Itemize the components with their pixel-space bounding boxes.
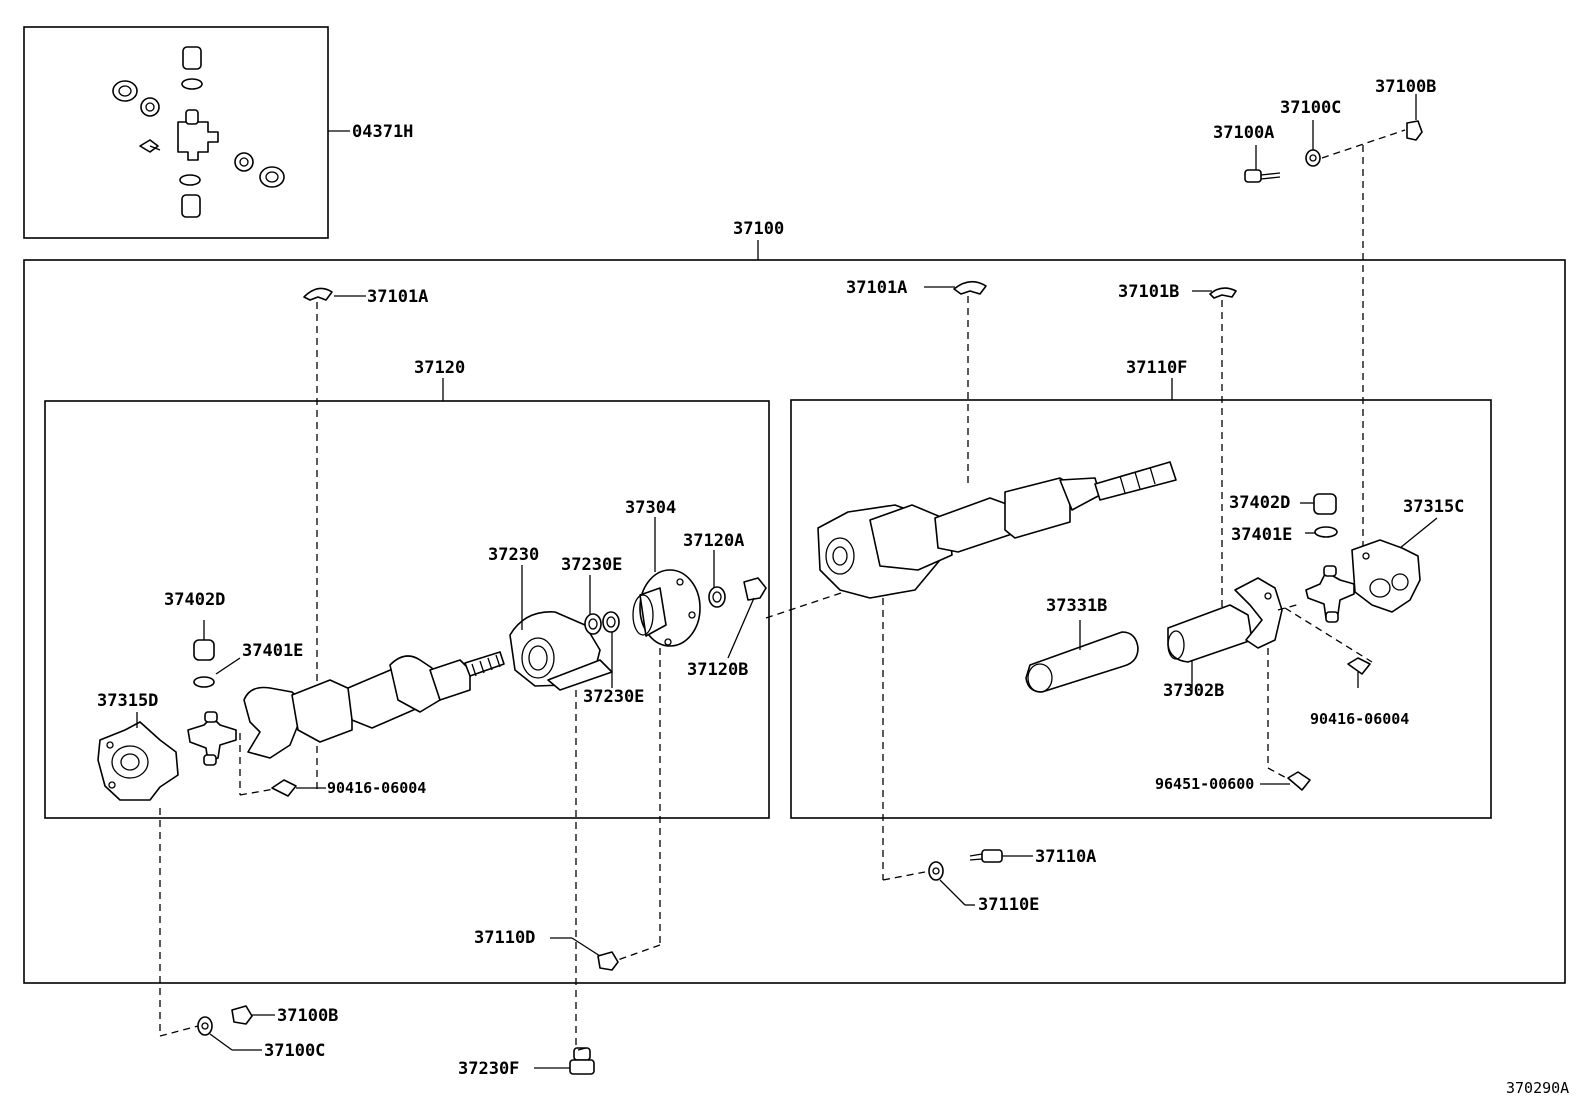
bearing-cup-right bbox=[1313, 493, 1338, 538]
label-37315C: 37315C bbox=[1403, 497, 1464, 517]
bolt-37230F bbox=[569, 1047, 595, 1075]
label-37402D-left: 37402D bbox=[164, 590, 225, 610]
label-37304: 37304 bbox=[625, 498, 676, 518]
universal-joint-kit bbox=[112, 46, 285, 218]
drawing-reference: 370290A bbox=[1506, 1079, 1569, 1097]
companion-flange bbox=[632, 569, 701, 647]
bolt-left bbox=[271, 779, 297, 797]
nut-37110D bbox=[597, 951, 619, 971]
washer-37110E bbox=[928, 861, 944, 881]
label-37110E: 37110E bbox=[978, 895, 1039, 915]
label-37101A-right: 37101A bbox=[846, 278, 907, 298]
front-propeller-shaft bbox=[243, 651, 505, 759]
label-37100B-bottom: 37100B bbox=[277, 1006, 338, 1026]
flange-yoke-left bbox=[97, 721, 179, 801]
label-37401E-left: 37401E bbox=[242, 641, 303, 661]
rear-propeller-shaft bbox=[817, 461, 1177, 599]
label-37101A-left: 37101A bbox=[367, 287, 428, 307]
label-37230F: 37230F bbox=[458, 1059, 519, 1079]
label-37302B: 37302B bbox=[1163, 681, 1224, 701]
front-shaft-frame bbox=[44, 400, 770, 819]
label-90416-06004-right: 90416-06004 bbox=[1310, 710, 1409, 728]
bearing-cup-left bbox=[193, 639, 215, 688]
label-37230E-bottom: 37230E bbox=[583, 687, 644, 707]
slip-yoke bbox=[1167, 577, 1283, 663]
bolt-37110A bbox=[969, 849, 1003, 863]
washer-pair bbox=[584, 611, 620, 635]
label-90416-06004-left: 90416-06004 bbox=[327, 779, 426, 797]
label-37120A: 37120A bbox=[683, 531, 744, 551]
label-37100C-bottom: 37100C bbox=[264, 1041, 325, 1061]
label-37401E-right: 37401E bbox=[1231, 525, 1292, 545]
center-bearing bbox=[509, 611, 613, 691]
bolt-right bbox=[1347, 657, 1371, 688]
label-37110F: 37110F bbox=[1126, 358, 1187, 378]
bolt-nut-bottom-left bbox=[197, 1005, 253, 1036]
clip-b bbox=[1209, 287, 1237, 299]
spider-left bbox=[187, 711, 237, 766]
label-37110A: 37110A bbox=[1035, 847, 1096, 867]
label-37120B: 37120B bbox=[687, 660, 748, 680]
shaft-assembly-frame bbox=[23, 259, 1566, 984]
label-37101B: 37101B bbox=[1118, 282, 1179, 302]
slip-yoke-sleeve bbox=[1025, 631, 1139, 693]
clip-left bbox=[303, 287, 333, 301]
label-37230E-top: 37230E bbox=[561, 555, 622, 575]
spider-right bbox=[1305, 565, 1355, 623]
universal-joint-kit-frame bbox=[23, 26, 329, 239]
label-37331B: 37331B bbox=[1046, 596, 1107, 616]
label-37110D: 37110D bbox=[474, 928, 535, 948]
label-37230: 37230 bbox=[488, 545, 539, 565]
flange-washer-nut bbox=[708, 577, 767, 608]
clip-right bbox=[953, 280, 987, 295]
label-37100C-top: 37100C bbox=[1280, 98, 1341, 118]
label-04371H: 04371H bbox=[352, 122, 413, 142]
label-37402D-right: 37402D bbox=[1229, 493, 1290, 513]
flange-yoke-right bbox=[1351, 539, 1421, 613]
label-37100B-top: 37100B bbox=[1375, 77, 1436, 97]
label-37100A-top: 37100A bbox=[1213, 123, 1274, 143]
bolt-96451 bbox=[1287, 771, 1311, 791]
label-37315D: 37315D bbox=[97, 691, 158, 711]
label-96451-00600: 96451-00600 bbox=[1155, 775, 1254, 793]
label-37120: 37120 bbox=[414, 358, 465, 378]
label-37100: 37100 bbox=[733, 219, 784, 239]
